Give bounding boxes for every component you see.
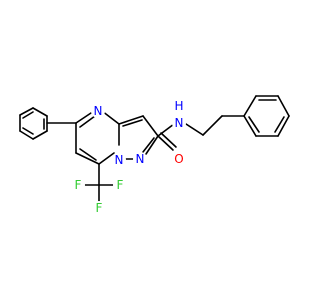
bond	[185, 123, 204, 136]
bond	[75, 152, 100, 165]
molecule-structure: N N N H N O F F F	[19, 95, 290, 215]
atom-label-f: F	[96, 201, 103, 215]
bond	[248, 116, 260, 133]
bond	[98, 152, 115, 165]
bond	[19, 107, 34, 116]
bond	[79, 148, 97, 161]
bond	[142, 115, 159, 137]
bond	[243, 95, 257, 117]
bond	[157, 135, 174, 151]
atom-label-n: N	[115, 153, 124, 167]
bond	[75, 110, 95, 124]
bond	[19, 130, 34, 140]
bond	[32, 107, 48, 117]
bond	[79, 115, 96, 128]
bond	[118, 115, 144, 125]
atom-labels: N N N H N O F F F	[71, 99, 186, 215]
atom-label-n: N	[94, 104, 103, 118]
bond	[157, 123, 175, 137]
bond	[122, 119, 143, 127]
atom-label-n: N	[136, 152, 145, 166]
bond	[243, 115, 257, 137]
bond	[22, 111, 34, 119]
bond	[32, 130, 48, 140]
bond	[145, 135, 159, 155]
bond	[277, 115, 290, 137]
bond	[22, 127, 34, 135]
atom-label-n: N	[175, 116, 184, 130]
bond	[277, 95, 290, 117]
atom-label-f: F	[117, 178, 124, 192]
bond	[274, 116, 285, 133]
bond	[160, 132, 177, 148]
bond	[202, 115, 223, 136]
atom-label-f: F	[75, 178, 82, 192]
bonds	[19, 95, 290, 202]
bond	[101, 110, 120, 125]
bond	[142, 137, 155, 153]
atom-label-o: O	[174, 152, 183, 166]
atom-label-h: H	[174, 99, 183, 113]
